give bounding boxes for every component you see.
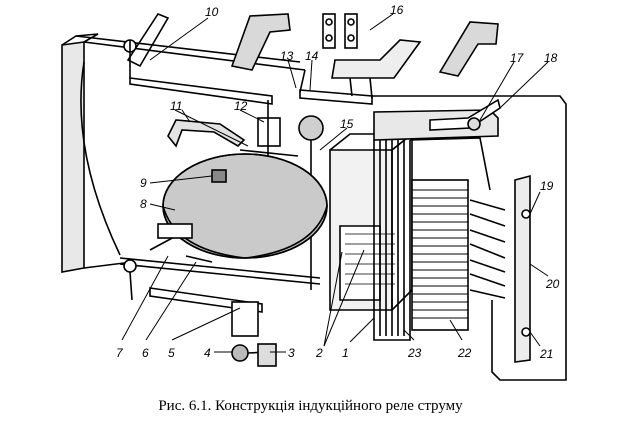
label-4: 4 bbox=[204, 346, 211, 360]
label-14: 14 bbox=[305, 49, 319, 63]
label-12: 12 bbox=[234, 99, 248, 113]
label-22: 22 bbox=[457, 346, 472, 360]
label-7: 7 bbox=[116, 346, 124, 360]
label-16: 16 bbox=[390, 3, 404, 17]
label-23: 23 bbox=[407, 346, 422, 360]
label-19: 19 bbox=[540, 179, 554, 193]
label-20: 20 bbox=[545, 277, 560, 291]
relay-body bbox=[61, 13, 567, 381]
leader-lines bbox=[121, 13, 549, 353]
label-21: 21 bbox=[539, 347, 553, 361]
label-8: 8 bbox=[140, 197, 147, 211]
label-17: 17 bbox=[510, 51, 525, 65]
label-13: 13 bbox=[280, 49, 294, 63]
label-3: 3 bbox=[288, 346, 295, 360]
label-18: 18 bbox=[544, 51, 558, 65]
callout-labels: 1 2 3 4 5 6 7 8 9 10 11 12 13 14 15 16 1… bbox=[116, 3, 560, 361]
label-6: 6 bbox=[142, 346, 149, 360]
label-11: 11 bbox=[170, 99, 182, 113]
label-2: 2 bbox=[315, 346, 323, 360]
label-10: 10 bbox=[205, 5, 219, 19]
figure-caption: Рис. 6.1. Конструкція індукційного реле … bbox=[158, 398, 463, 414]
label-1: 1 bbox=[342, 346, 349, 360]
label-15: 15 bbox=[340, 117, 354, 131]
label-5: 5 bbox=[168, 346, 175, 360]
label-9: 9 bbox=[140, 176, 147, 190]
relay-drawing: 1 2 3 4 5 6 7 8 9 10 11 12 13 14 15 16 1… bbox=[61, 3, 567, 381]
